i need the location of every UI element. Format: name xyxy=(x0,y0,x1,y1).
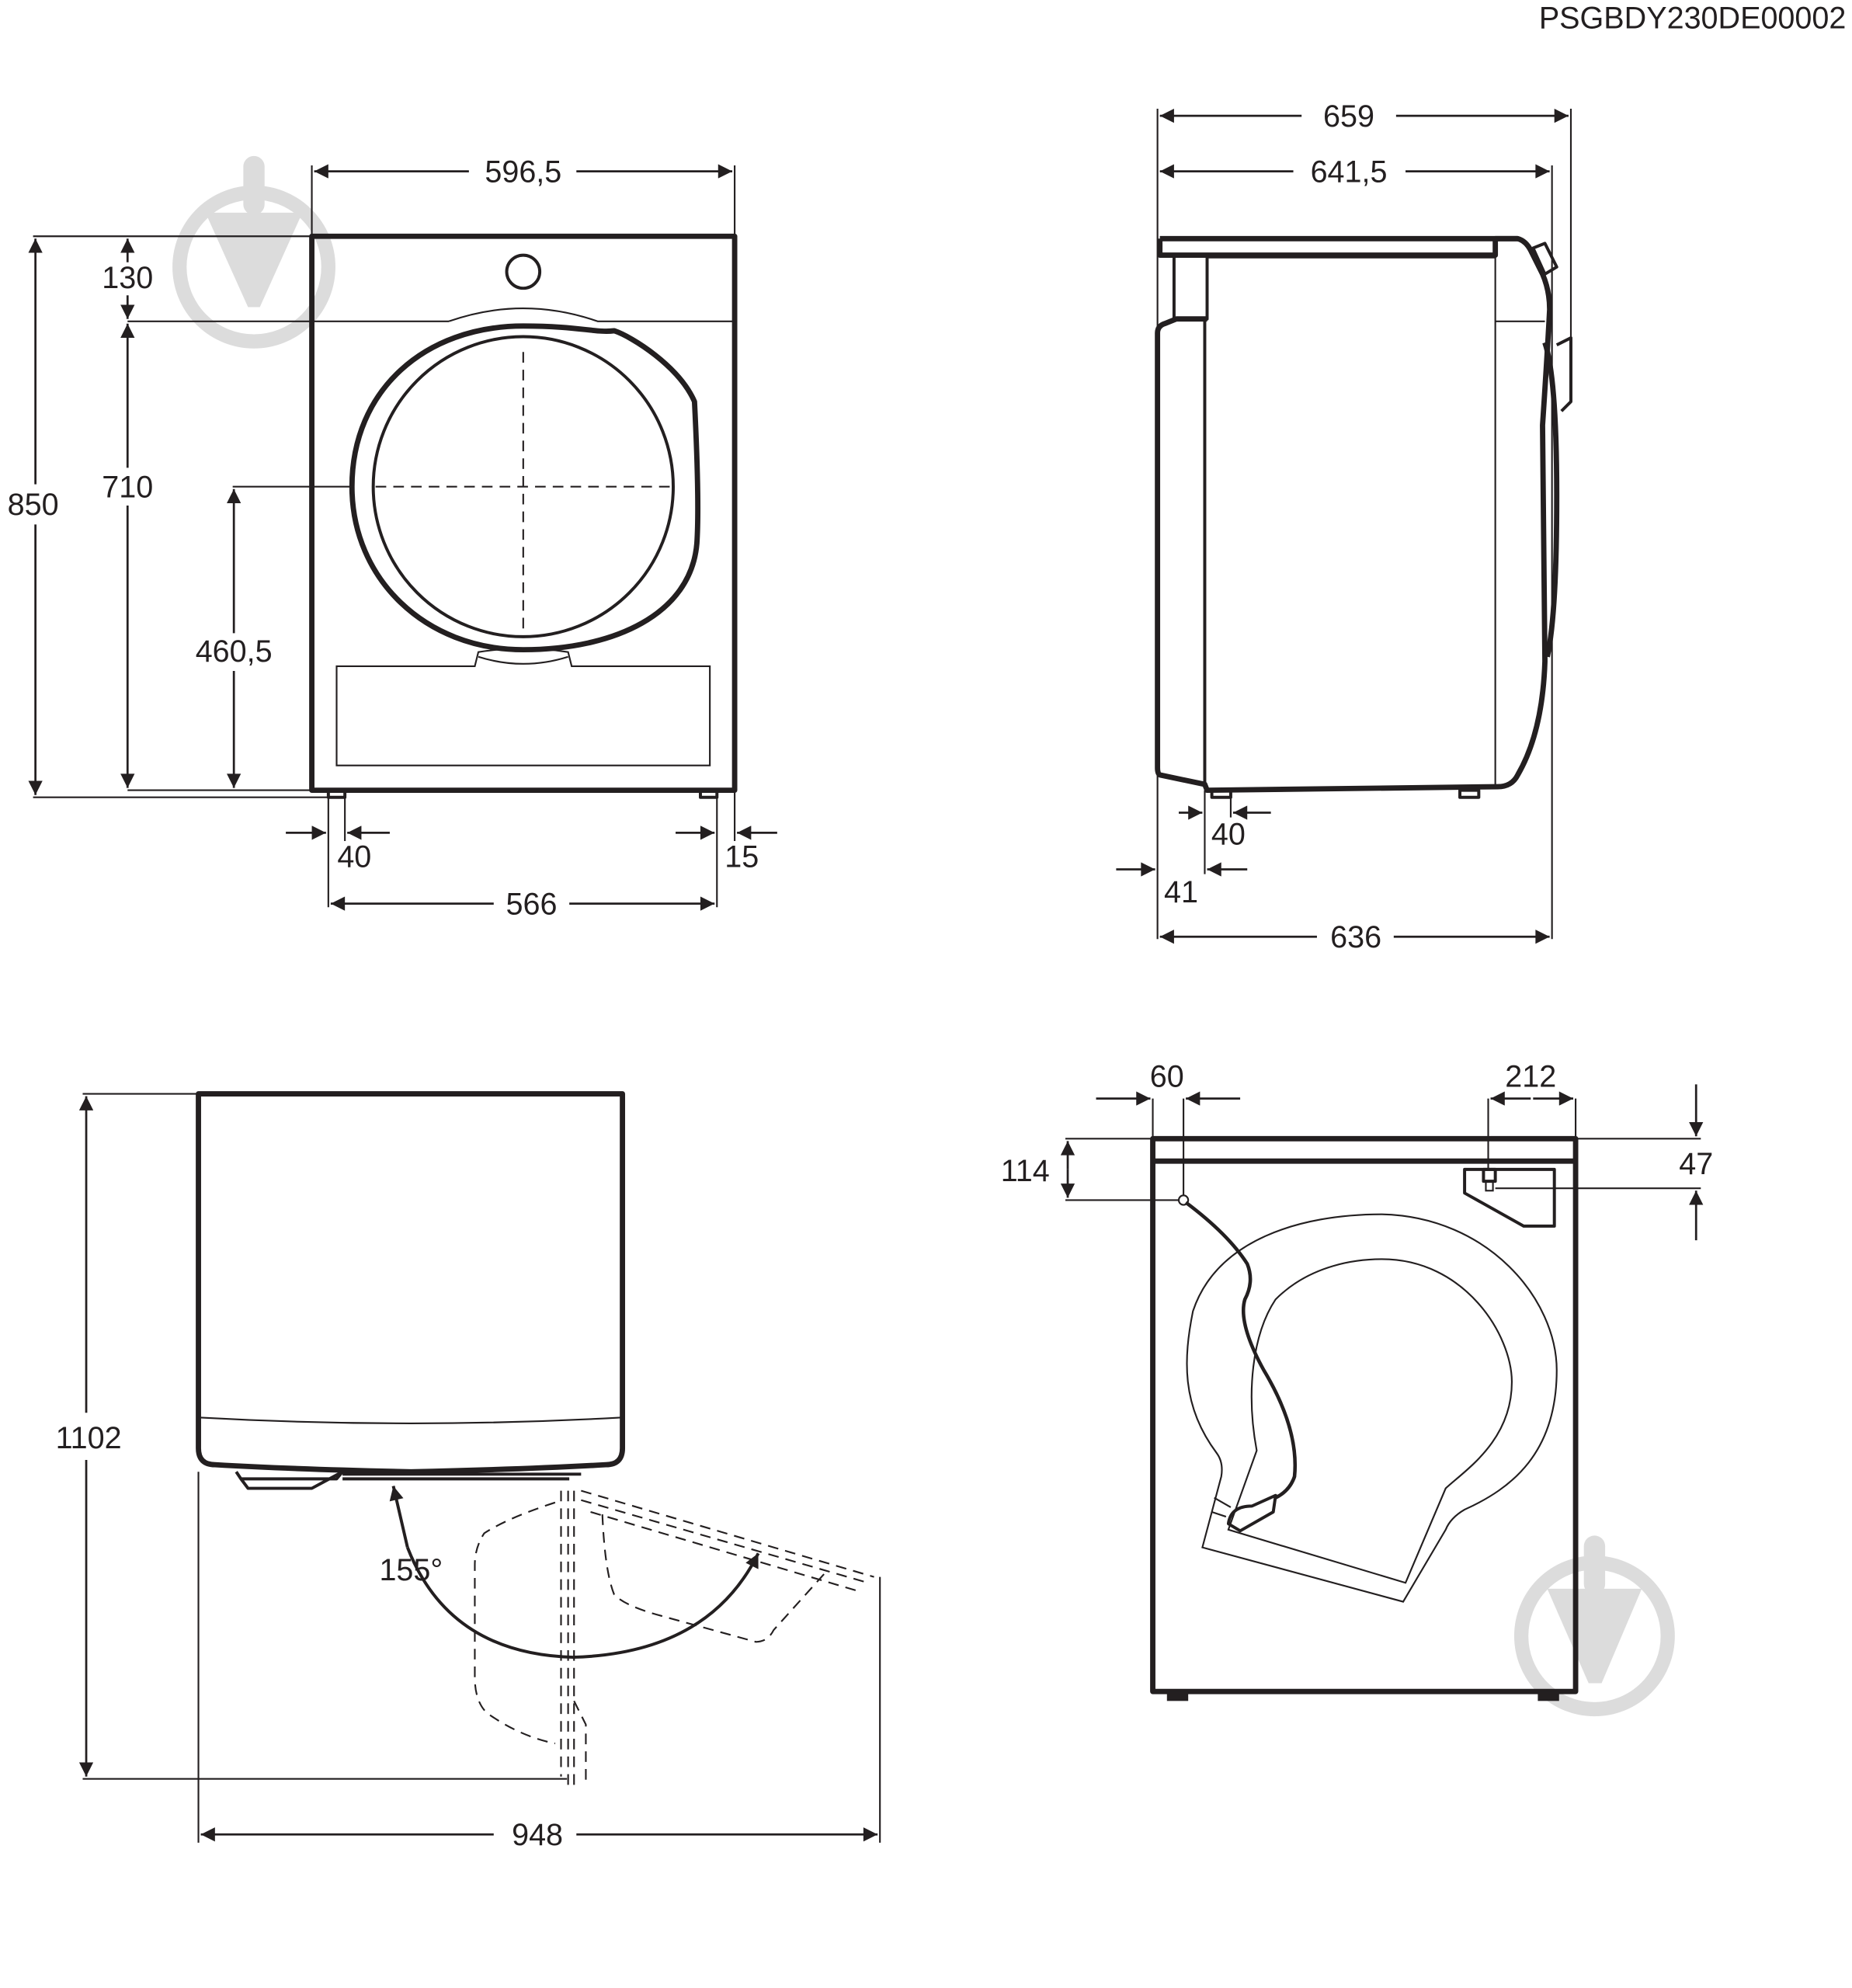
side-view xyxy=(1155,235,1572,799)
svg-text:948: 948 xyxy=(512,1818,563,1852)
rear-view xyxy=(1150,1135,1579,1701)
svg-text:710: 710 xyxy=(102,470,153,504)
dim-front-width: 596,5 xyxy=(311,155,736,237)
svg-text:596,5: 596,5 xyxy=(485,155,561,189)
svg-text:41: 41 xyxy=(1164,875,1198,909)
dim-front-heights: 850 130 710 460,5 xyxy=(8,235,355,798)
dim-side: 659 641,5 40 41 636 xyxy=(1116,99,1572,954)
svg-text:850: 850 xyxy=(8,488,59,522)
svg-text:212: 212 xyxy=(1505,1059,1556,1093)
dim-top: 1102 948 155° xyxy=(56,1093,881,1852)
svg-text:47: 47 xyxy=(1679,1147,1713,1181)
front-view xyxy=(309,233,738,799)
svg-text:40: 40 xyxy=(337,839,371,874)
svg-text:155°: 155° xyxy=(379,1553,443,1587)
svg-text:114: 114 xyxy=(1001,1154,1050,1188)
door-hinge-icon xyxy=(235,1470,344,1490)
svg-text:1102: 1102 xyxy=(56,1421,122,1455)
dim-front-feet: 40 15 566 xyxy=(286,790,777,921)
power-plug-icon xyxy=(1226,1493,1277,1533)
watermark-logo-icon xyxy=(172,155,335,349)
watermark-logo-icon xyxy=(1513,1535,1675,1717)
svg-text:40: 40 xyxy=(1211,818,1246,852)
dim-rear: 60 212 114 47 xyxy=(1001,1059,1713,1241)
document-code: PSGBDY230DE00002 xyxy=(1539,2,1847,36)
top-view xyxy=(196,1091,874,1786)
svg-text:566: 566 xyxy=(506,887,557,921)
svg-text:60: 60 xyxy=(1150,1059,1184,1093)
side-handle-icon xyxy=(1531,242,1558,276)
svg-text:15: 15 xyxy=(724,839,759,874)
svg-text:636: 636 xyxy=(1330,920,1381,954)
svg-text:130: 130 xyxy=(102,261,153,295)
svg-text:460,5: 460,5 xyxy=(196,634,273,669)
svg-text:641,5: 641,5 xyxy=(1311,155,1388,189)
control-knob-icon xyxy=(505,253,542,290)
svg-text:659: 659 xyxy=(1323,99,1374,134)
